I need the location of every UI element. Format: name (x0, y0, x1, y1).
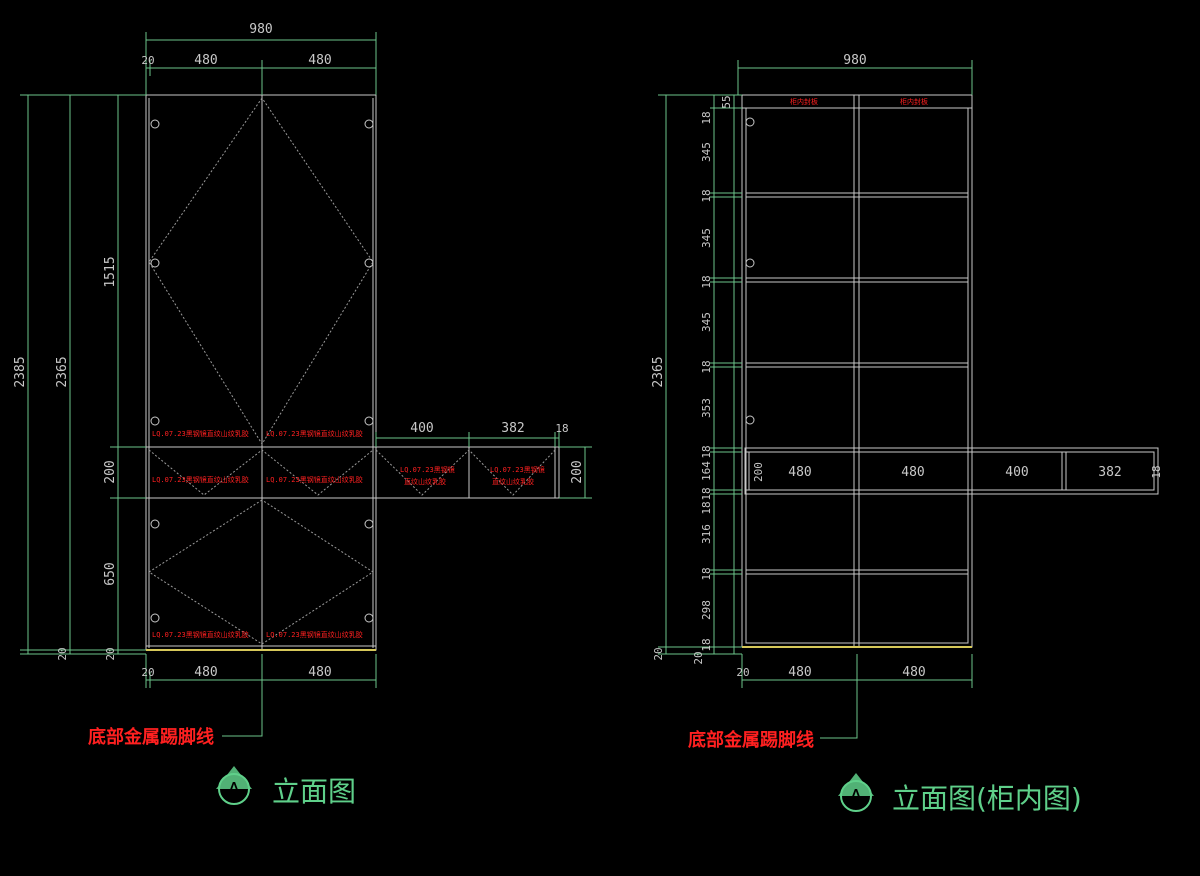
left-dim-200: 200 (103, 460, 118, 483)
left-label-mid-left: LQ.07.23黑钢镜直纹山纹乳胶 (152, 475, 249, 484)
right-dim-18i: 18 (700, 638, 713, 651)
left-lower-diamond-pattern (148, 499, 374, 645)
right-dim-18g: 18 (700, 501, 713, 514)
right-hinge-circles (745, 117, 755, 425)
left-title-text: 立面图 (272, 775, 356, 808)
right-top-label-right: 柜内封板 (900, 97, 928, 106)
left-box-dim-382: 382 (501, 421, 524, 436)
left-dim-650: 650 (103, 562, 118, 585)
left-title-letter: A (227, 778, 241, 802)
right-top-labels: 柜内封板 柜内封板 (790, 97, 928, 106)
left-dimension-lines (20, 32, 592, 737)
left-material-labels: LQ.07.23黑钢镜直纹山纹乳胶 LQ.07.23黑钢镜直纹山纹乳胶 LQ.0… (152, 429, 545, 639)
right-title-text: 立面图(柜内图) (892, 782, 1082, 815)
left-label-bottom-left: LQ.07.23黑钢镜直纹山纹乳胶 (152, 630, 249, 639)
right-shelf-dim-382: 382 (1098, 465, 1121, 480)
right-dim-18e: 18 (700, 445, 713, 458)
right-dim-345c: 345 (700, 312, 713, 332)
right-shelf-dim-480a: 480 (788, 465, 811, 480)
right-dim-18d: 18 (700, 360, 713, 373)
left-dim-right-half: 480 (308, 53, 331, 68)
right-kick-label: 底部金属踢脚线 (688, 729, 814, 751)
right-top-label-left: 柜内封板 (790, 97, 818, 106)
left-label-box-right-1: LQ.07.23黑钢镜 (490, 465, 545, 474)
left-cabinet-outline (145, 94, 377, 651)
right-dim-18h: 18 (700, 567, 713, 580)
right-shelf-dim-400: 400 (1005, 465, 1028, 480)
right-dim-20a: 20 (652, 647, 665, 660)
right-dim-20b: 20 (692, 651, 705, 664)
left-elevation-view (20, 32, 592, 737)
right-dim-55: 55 (720, 95, 733, 108)
right-dim-164: 164 (700, 461, 713, 481)
right-bottom-dim-right: 480 (902, 665, 925, 680)
left-upper-diamond-pattern (148, 97, 374, 445)
right-shelf-box (744, 447, 1159, 495)
right-shelf-dim-18: 18 (1150, 465, 1163, 478)
left-dim-2385: 2385 (13, 356, 28, 387)
left-band-zigzag (148, 449, 374, 496)
left-dim-edge: 20 (141, 54, 154, 67)
left-label-mid-right: LQ.07.23黑钢镜直纹山纹乳胶 (266, 475, 363, 484)
left-dim-left-half: 480 (194, 53, 217, 68)
right-title-arrow-icon (838, 773, 874, 796)
left-dim-total: 980 (249, 22, 272, 37)
left-label-box-left-2: 直纹山纹乳胶 (404, 477, 446, 486)
left-hinge-circles (150, 119, 374, 623)
right-view-title: A 立面图(柜内图) (838, 773, 1082, 815)
left-view-title: A 立面图 (216, 766, 356, 808)
right-shelves (746, 192, 968, 644)
left-dim-2365: 2365 (55, 356, 70, 387)
left-dim-bottom-b: 20 (104, 647, 117, 660)
left-title-arrow-icon (216, 766, 252, 789)
right-dimension-texts: 980 2365 55 18 345 18 345 18 345 18 353 … (651, 53, 1163, 680)
right-dim-18f: 18 (700, 487, 713, 500)
right-dim-2365: 2365 (651, 356, 666, 387)
right-dim-353: 353 (700, 398, 713, 418)
right-shelf-dim-200: 200 (752, 462, 765, 482)
right-dim-18c: 18 (700, 275, 713, 288)
right-dim-316: 316 (700, 524, 713, 544)
left-dimension-texts: 980 20 480 480 2385 2365 1515 200 650 20… (13, 22, 585, 680)
left-bottom-dim-edge: 20 (141, 666, 154, 679)
left-label-box-right-2: 直纹山纹乳胶 (492, 477, 534, 486)
right-dim-total: 980 (843, 53, 866, 68)
left-box-dim-200: 200 (570, 460, 585, 483)
left-label-upper-left: LQ.07.23黑钢镜直纹山纹乳胶 (152, 429, 249, 438)
right-dim-18b: 18 (700, 189, 713, 202)
right-shelf-dim-480b: 480 (901, 465, 924, 480)
right-dim-18a: 18 (700, 111, 713, 124)
right-cabinet-inner (745, 107, 969, 644)
right-bottom-dim-edge: 20 (736, 666, 749, 679)
left-side-box-pattern (375, 449, 556, 496)
left-kick-label: 底部金属踢脚线 (88, 726, 214, 748)
right-title-letter: A (849, 785, 863, 809)
right-dim-345a: 345 (700, 142, 713, 162)
right-dimension-lines (658, 60, 973, 739)
left-dim-bottom-a: 20 (56, 647, 69, 660)
right-dim-298: 298 (700, 600, 713, 620)
left-bottom-dim-right: 480 (308, 665, 331, 680)
left-dim-1515: 1515 (103, 256, 118, 287)
left-bottom-dim-left: 480 (194, 665, 217, 680)
right-elevation-view (658, 60, 1159, 739)
right-dim-345b: 345 (700, 228, 713, 248)
right-bottom-dim-left: 480 (788, 665, 811, 680)
left-box-dim-400: 400 (410, 421, 433, 436)
left-box-dim-18: 18 (555, 422, 568, 435)
right-cabinet-outline (741, 94, 973, 648)
right-shelf-box-inner (748, 451, 1155, 491)
left-label-bottom-right: LQ.07.23黑钢镜直纹山纹乳胶 (266, 630, 363, 639)
left-label-box-left-1: LQ.07.23黑钢镜 (400, 465, 455, 474)
left-label-upper-right: LQ.07.23黑钢镜直纹山纹乳胶 (266, 429, 363, 438)
left-side-box (375, 446, 560, 499)
